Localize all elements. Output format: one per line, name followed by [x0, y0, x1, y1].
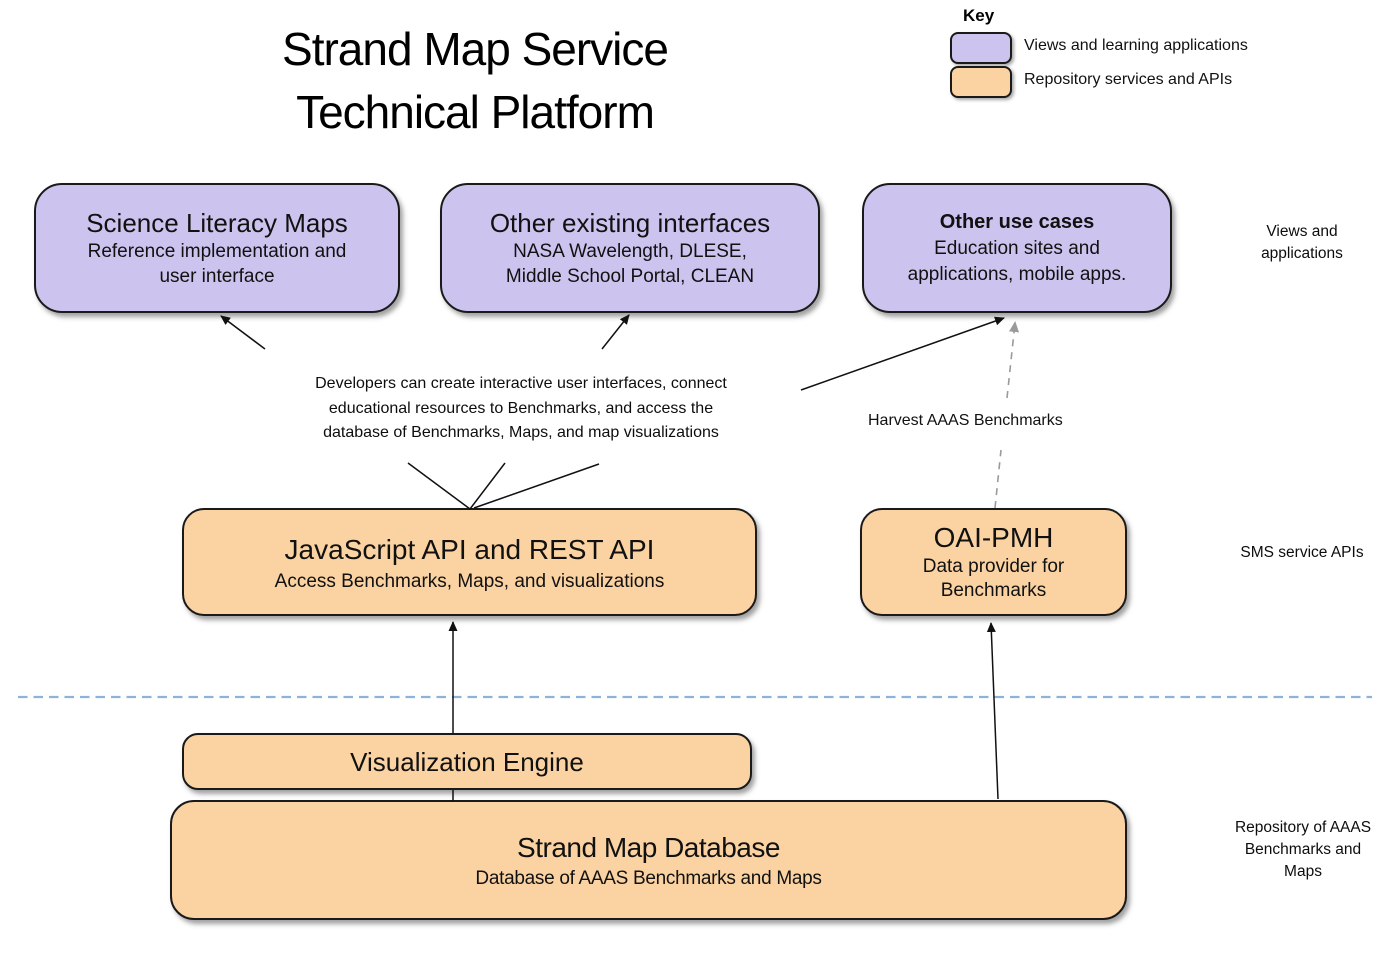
node-subtitle-line: applications, mobile apps. [907, 263, 1127, 285]
node-javascript-rest-api: JavaScript API and REST API Access Bench… [182, 508, 757, 616]
node-subtitle-line: NASA Wavelength, DLESE, [513, 241, 747, 262]
legend-heading: Key [963, 6, 995, 25]
dashed-harvest-line-upper [1006, 321, 1020, 399]
node-title: OAI-PMH [933, 522, 1054, 553]
node-title: Strand Map Database [517, 831, 780, 863]
page-title-line1: Strand Map Service [282, 23, 669, 75]
node-subtitle-line: Middle School Portal, CLEAN [505, 266, 755, 287]
page-title-line2: Technical Platform [296, 86, 655, 138]
developers-note: Developers can create interactive user i… [240, 372, 802, 446]
arrow-note-to-other-interfaces [601, 314, 630, 350]
legend-label-views: Views and learning applications [1024, 37, 1248, 54]
legend-swatch-views-icon [950, 32, 1012, 64]
node-title: JavaScript API and REST API [284, 533, 655, 565]
node-subtitle-line: Education sites and [934, 237, 1100, 259]
tier-label-sms-service-apis: SMS service APIs [1240, 544, 1364, 561]
developers-note-line: educational resources to Benchmarks, and… [328, 399, 714, 417]
node-title: Other existing interfaces [489, 208, 771, 238]
node-subtitle: Database of AAAS Benchmarks and Maps [475, 867, 822, 889]
developers-note-line: Developers can create interactive user i… [315, 375, 727, 392]
node-title: Science Literacy Maps [86, 208, 348, 238]
node-subtitle: Access Benchmarks, Maps, and visualizati… [274, 570, 665, 592]
dashed-harvest-line-lower [994, 449, 1002, 509]
node-title: Other use cases [939, 210, 1095, 233]
node-title: Visualization Engine [350, 746, 584, 777]
node-subtitle-line: Benchmarks [940, 580, 1047, 601]
developers-note-line: database of Benchmarks, Maps, and map vi… [323, 424, 719, 441]
node-oai-pmh: OAI-PMH Data provider for Benchmarks [860, 508, 1127, 616]
line-note-fan-right [473, 463, 600, 509]
node-other-existing-interfaces: Other existing interfaces NASA Wavelengt… [440, 183, 820, 313]
tier-label-views-and-applications: Views and applications [1261, 223, 1343, 262]
tier-label-repository: Repository of AAAS Benchmarks and Maps [1234, 819, 1372, 880]
page-title: Strand Map Service Technical Platform [200, 18, 750, 144]
node-other-use-cases: Other use cases Education sites and appl… [862, 183, 1172, 313]
node-subtitle-line: Reference implementation and [87, 241, 347, 262]
legend-label-repository: Repository services and APIs [1024, 71, 1233, 88]
line-note-fan-middle [469, 462, 506, 510]
arrow-note-to-science-literacy [220, 315, 266, 350]
harvest-benchmarks-label: Harvest AAAS Benchmarks [868, 412, 1063, 429]
node-visualization-engine: Visualization Engine [182, 733, 752, 790]
node-subtitle-line: Data provider for [922, 556, 1065, 577]
node-science-literacy-maps: Science Literacy Maps Reference implemen… [34, 183, 400, 313]
arrow-api-to-other-use-cases [800, 316, 1005, 391]
arrow-database-to-oai [986, 622, 999, 800]
line-note-fan-left [407, 462, 471, 510]
node-subtitle-line: user interface [159, 266, 275, 287]
node-strand-map-database: Strand Map Database Database of AAAS Ben… [170, 800, 1127, 920]
legend-swatch-repository-icon [950, 66, 1012, 98]
